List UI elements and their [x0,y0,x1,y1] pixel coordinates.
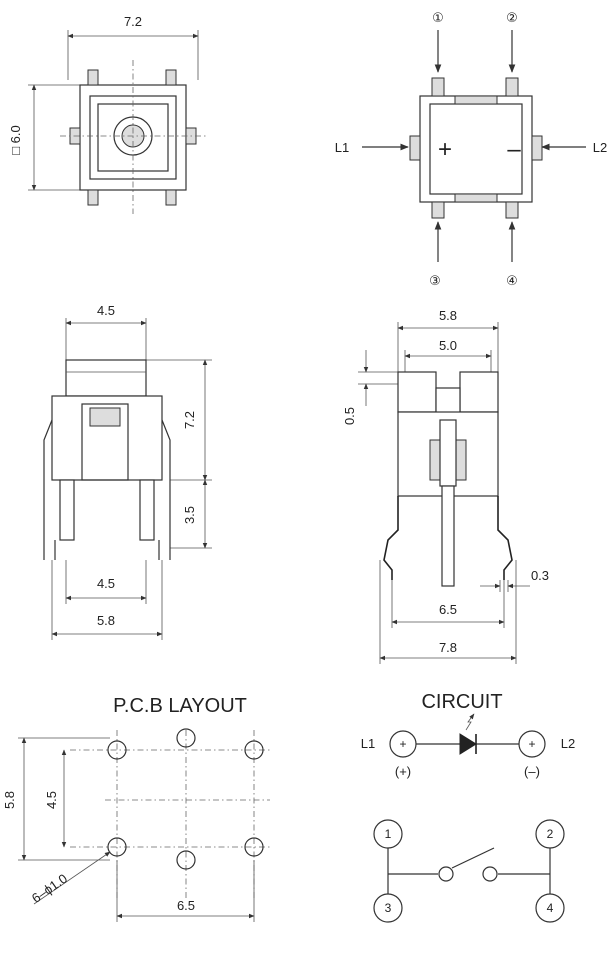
circuit-plus: (+) [395,764,411,779]
pcb-inner-height-dim: 4.5 [44,791,59,809]
top-height-dim: □ 6.0 [8,125,23,155]
front-upper-height-dim: 7.2 [182,411,197,429]
side-pin-span-dim: 6.5 [439,602,457,617]
circuit-node-plus: + [399,737,406,751]
switch-pin-3: 3 [385,901,392,915]
pin-label-4: ④ [506,273,518,288]
circuit: CIRCUIT L1 L2 + + (+) (–) 1 2 3 4 [361,691,575,923]
circuit-node-minus: + [528,737,535,751]
pcb-width-dim: 6.5 [177,898,195,913]
front-lower-height-dim: 3.5 [182,506,197,524]
pcb-hole-spec: 6–ϕ1.0 [29,871,70,906]
front-pin-span-dim: 4.5 [97,576,115,591]
minus-sign: – [507,136,521,163]
front-body-width-dim: 5.8 [97,613,115,628]
side-total-width-dim: 7.8 [439,640,457,655]
top-width-dim: 7.2 [124,14,142,29]
switch-pin-2: 2 [547,827,554,841]
side-cap-height-dim: 0.5 [342,407,357,425]
pin-label-2: ② [506,10,518,25]
side-inner-width-dim: 5.0 [439,338,457,353]
front-top-width-dim: 4.5 [97,303,115,318]
switch-pin-1: 1 [385,827,392,841]
pin-label-1: ① [432,10,444,25]
pcb-outer-height-dim: 5.8 [2,791,17,809]
pcb-layout-title: P.C.B LAYOUT [113,695,247,717]
pin-label-3: ③ [429,273,441,288]
pcb-layout: P.C.B LAYOUT 5.8 4.5 6–ϕ1.0 6.5 [2,695,270,922]
l2-label: L2 [593,140,607,155]
circuit-minus: (–) [524,764,540,779]
side-pin-thickness-dim: 0.3 [531,568,549,583]
switch-pin-4: 4 [547,901,554,915]
led-icon [459,733,477,755]
circuit-l2: L2 [561,736,575,751]
switch-contact-icon [451,847,495,869]
bottom-view: ① ② ③ ④ L1 L2 + – [335,10,607,288]
circuit-title: CIRCUIT [421,691,502,713]
circuit-l1: L1 [361,736,375,751]
side-view: 5.8 5.0 0.5 0.3 6.5 [342,308,549,664]
top-view: 7.2 □ 6.0 [8,14,208,214]
side-outer-width-dim: 5.8 [439,308,457,323]
front-view: 4.5 7.2 3.5 4.5 5.8 [43,303,212,640]
l1-label: L1 [335,140,349,155]
plus-sign: + [438,136,452,163]
